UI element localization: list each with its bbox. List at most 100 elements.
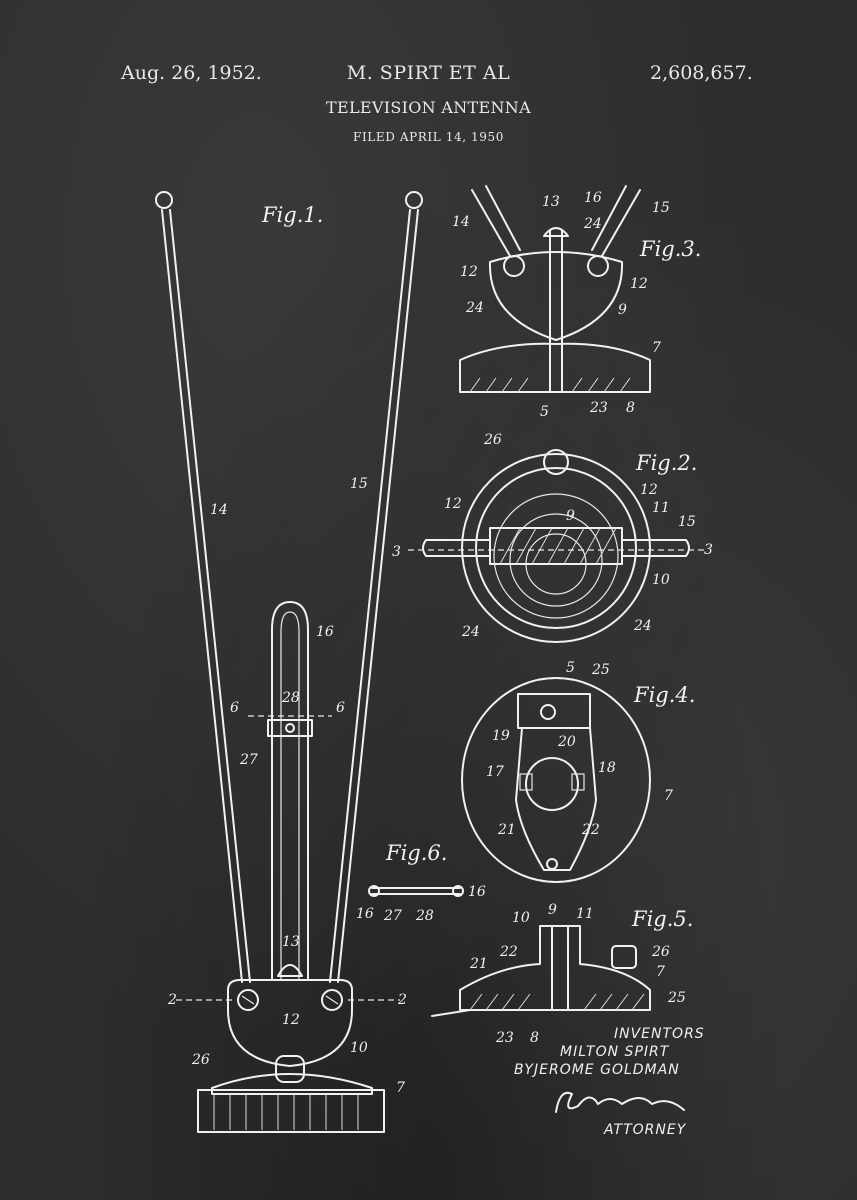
rod-15-inner <box>337 209 419 983</box>
rod-15-fig3 <box>591 185 641 257</box>
ref-16-fig3: 16 <box>584 190 602 206</box>
knob-26-fig2 <box>543 449 569 475</box>
figure-6: Fig.6. 16 16 27 28 <box>356 841 486 924</box>
cap-13 <box>277 964 303 977</box>
knob-26 <box>275 1055 305 1083</box>
frame-19-20 <box>515 727 597 871</box>
ref-9-fig5: 9 <box>548 902 557 918</box>
ref-8-fig5: 8 <box>530 1030 539 1046</box>
rod-14-outer <box>161 209 243 983</box>
ref-23-fig5: 23 <box>495 1030 514 1046</box>
ref-28-fig6: 28 <box>415 908 434 924</box>
ref-23-fig3: 23 <box>589 400 608 416</box>
loop-16-inner <box>280 611 300 980</box>
ref-27: 27 <box>239 752 258 768</box>
figure-3: Fig.3. 14 15 13 16 24 12 12 24 9 7 23 8 … <box>452 185 701 420</box>
filed-date: FILED APRIL 14, 1950 <box>353 130 504 144</box>
ref-10-fig5: 10 <box>512 910 530 926</box>
ref-6-left: 6 <box>230 700 239 716</box>
signature-block: INVENTORS MILTON SPIRT BY JEROME GOLDMAN… <box>514 1026 705 1138</box>
inventors-label: INVENTORS <box>614 1026 705 1042</box>
figure-1: Fig.1. 14 15 16 28 27 6 6 13 12 2 2 10 2… <box>155 191 423 1133</box>
attorney-signature <box>555 1091 685 1113</box>
ref-15-fig2: 15 <box>678 514 696 530</box>
figure-4: Fig.4. 19 20 17 18 7 21 22 <box>461 677 695 883</box>
section-fig5 <box>459 925 651 1011</box>
ref-13-fig3: 13 <box>542 194 560 210</box>
ref-18: 18 <box>598 760 616 776</box>
ref-22-fig4: 22 <box>581 822 600 838</box>
fig5-label: Fig.5. <box>631 907 693 931</box>
clamp-27 <box>267 719 313 737</box>
rod-tip-right <box>405 191 423 209</box>
attorney-label: ATTORNEY <box>603 1122 687 1138</box>
ref-11-fig5: 11 <box>576 906 594 922</box>
base-fig3 <box>459 342 651 393</box>
knob-26-fig5 <box>611 945 637 969</box>
ref-3-left: 3 <box>392 544 401 560</box>
fig2-label: Fig.2. <box>635 451 697 475</box>
ref-3-right: 3 <box>704 542 713 558</box>
housing-fig3 <box>488 251 624 341</box>
ref-28: 28 <box>281 690 300 706</box>
ref-21-fig5: 21 <box>469 956 488 972</box>
ref-22-fig5: 22 <box>499 944 518 960</box>
base-top <box>211 1073 373 1095</box>
by-label: BY <box>514 1062 534 1078</box>
base-7-fig4 <box>461 677 651 883</box>
ref-21-fig4: 21 <box>497 822 516 838</box>
ref-12-fig3b: 12 <box>630 276 648 292</box>
ref-2-left: 2 <box>167 992 177 1008</box>
ref-15-fig3: 15 <box>652 200 670 216</box>
fig6-label: Fig.6. <box>385 841 447 865</box>
bracket-25 <box>517 693 591 729</box>
ref-27-fig6: 27 <box>383 908 402 924</box>
ref-24-fig2b: 24 <box>633 618 652 634</box>
ref-26-fig5: 26 <box>651 944 670 960</box>
ref-24-fig3a: 24 <box>583 216 602 232</box>
ref-13: 13 <box>282 934 300 950</box>
patent-number: 2,608,657. <box>650 62 753 84</box>
fig3-label: Fig.3. <box>639 237 701 261</box>
rod-14-inner <box>169 209 251 983</box>
ref-12-fig2b: 12 <box>640 482 658 498</box>
ref-7-fig4: 7 <box>664 788 673 804</box>
rod-tip-left <box>155 191 173 209</box>
ref-16-fig6b: 16 <box>356 906 374 922</box>
rod-14-fig3 <box>471 185 521 257</box>
screw-28 <box>285 723 295 733</box>
inventor-2: JEROME GOLDMAN <box>531 1062 680 1078</box>
ref-20: 20 <box>557 734 576 750</box>
ref-5-fig2: 5 <box>566 660 575 676</box>
ref-25-fig5: 25 <box>667 990 686 1006</box>
ref-14: 14 <box>210 502 228 518</box>
ref-19: 19 <box>492 728 510 744</box>
ref-26: 26 <box>191 1052 210 1068</box>
patent-title: TELEVISION ANTENNA <box>326 98 531 117</box>
ref-7-fig5: 7 <box>656 964 665 980</box>
ref-14-fig3: 14 <box>452 214 470 230</box>
ref-5-fig3: 5 <box>540 404 549 420</box>
ref-11-fig2: 11 <box>652 500 670 516</box>
ref-12-fig2a: 12 <box>444 496 462 512</box>
base-7 <box>197 1089 385 1133</box>
rod-14-fig2 <box>422 539 491 557</box>
loop-16 <box>271 601 309 981</box>
ref-25-fig2: 25 <box>591 662 610 678</box>
inventor-header: M. SPIRT ET AL <box>346 62 511 84</box>
screw-12-left <box>237 989 259 1011</box>
figure-5: Fig.5. 10 9 11 22 21 26 7 25 23 8 <box>431 902 693 1046</box>
ref-7-fig3: 7 <box>652 340 661 356</box>
ref-10-fig2: 10 <box>652 572 670 588</box>
fig4-label: Fig.4. <box>633 683 695 707</box>
ref-10: 10 <box>350 1040 368 1056</box>
base-ring-fig2 <box>461 453 651 643</box>
fig1-label: Fig.1. <box>261 203 323 227</box>
housing-10 <box>227 979 353 1067</box>
ref-6-right: 6 <box>336 700 345 716</box>
patent-date: Aug. 26, 1952. <box>121 62 262 84</box>
ref-24-fig3b: 24 <box>465 300 484 316</box>
ref-2-right: 2 <box>397 992 407 1008</box>
